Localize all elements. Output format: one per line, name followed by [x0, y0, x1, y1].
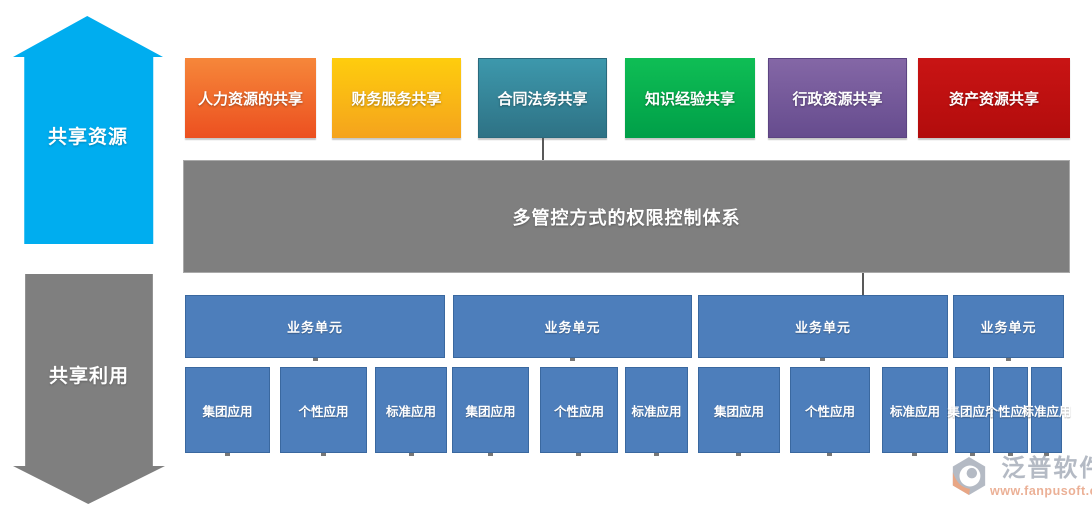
app-box-group4-personal: 个性应用 [986, 367, 1036, 453]
business-unit-4-label: 业务单元 [980, 320, 1037, 335]
connector-stub [736, 453, 741, 456]
connector-stub [488, 453, 493, 456]
app-box-group2-corporate: 集团应用 [452, 367, 529, 453]
app-box-group3-standard: 标准应用 [882, 367, 948, 453]
app-box-group3-corporate: 集团应用 [698, 367, 780, 453]
app-box-label: 集团应用 [947, 404, 998, 419]
connector-stub [225, 453, 230, 456]
watermark-text: 泛普软件 www.fanpusoft.com [990, 455, 1092, 498]
connector-stub [570, 358, 575, 361]
app-box-group3-personal: 个性应用 [790, 367, 870, 453]
app-box-group2-standard: 标准应用 [625, 367, 688, 453]
business-unit-1-label: 业务单元 [286, 320, 343, 335]
connector-stub [827, 453, 832, 456]
business-unit-4: 业务单元 [953, 295, 1064, 358]
app-box-label: 标准应用 [889, 404, 940, 419]
up-arrow-label: 共享资源 [47, 126, 128, 148]
resource-box-contract-legal: 合同法务共享 [478, 58, 607, 138]
watermark: 泛普软件 www.fanpusoft.com [950, 455, 1092, 498]
app-box-label: 个性应用 [298, 404, 349, 419]
resource-box-finance-label: 财务服务共享 [351, 90, 442, 108]
permission-control-bar: 多管控方式的权限控制体系 [183, 160, 1070, 273]
business-unit-1: 业务单元 [185, 295, 445, 358]
app-box-group4-standard: 标准应用 [1022, 367, 1072, 453]
app-box-group1-standard: 标准应用 [375, 367, 447, 453]
business-unit-3: 业务单元 [698, 295, 948, 358]
shared-resources-up-arrow: 共享资源 [13, 16, 163, 244]
connector-stub [912, 453, 917, 456]
app-box-label: 标准应用 [385, 404, 436, 419]
resource-box-contract-legal-label: 合同法务共享 [497, 90, 588, 108]
fanpu-logo-icon [952, 457, 986, 495]
app-box-group1-personal: 个性应用 [280, 367, 367, 453]
resource-box-administration: 行政资源共享 [768, 58, 907, 138]
resource-box-hr-label: 人力资源的共享 [197, 90, 303, 108]
resource-box-hr: 人力资源的共享 [185, 58, 316, 138]
connector-stub [820, 358, 825, 361]
connector-stub [576, 453, 581, 456]
connector-stub [1006, 358, 1011, 361]
watermark-url: www.fanpusoft.com [990, 483, 1092, 498]
app-box-label: 集团应用 [202, 404, 253, 419]
app-box-group4-corporate: 集团应用 [948, 367, 998, 453]
connector-stub [654, 453, 659, 456]
connector-stub [321, 453, 326, 456]
resource-box-assets-label: 资产资源共享 [948, 90, 1039, 108]
app-box-label: 个性应用 [553, 404, 604, 419]
app-box-label: 集团应用 [465, 404, 516, 419]
down-arrow-label: 共享利用 [48, 365, 129, 387]
app-box-label: 标准应用 [1021, 404, 1072, 419]
resource-box-finance: 财务服务共享 [332, 58, 461, 138]
resource-box-assets: 资产资源共享 [918, 58, 1070, 138]
app-box-group1-corporate: 集团应用 [185, 367, 270, 453]
app-box-label: 个性应用 [804, 404, 855, 419]
watermark-brand: 泛普软件 [1001, 455, 1092, 482]
connector-stub [409, 453, 414, 456]
app-box-label: 集团应用 [713, 404, 764, 419]
app-box-group2-personal: 个性应用 [540, 367, 618, 453]
permission-control-bar-label: 多管控方式的权限控制体系 [512, 207, 741, 228]
business-unit-2: 业务单元 [453, 295, 692, 358]
resource-box-knowledge-label: 知识经验共享 [644, 90, 735, 108]
business-unit-3-label: 业务单元 [794, 320, 851, 335]
connector-stub [313, 358, 318, 361]
app-box-label: 标准应用 [631, 404, 682, 419]
shared-utilization-down-arrow: 共享利用 [13, 274, 165, 504]
connector-control-to-units [862, 273, 864, 295]
connector-stub [1044, 453, 1049, 456]
resource-box-administration-label: 行政资源共享 [792, 90, 883, 108]
connector-resources-to-control [542, 138, 544, 160]
connector-stub [970, 453, 975, 456]
connector-stub [1008, 453, 1013, 456]
app-box-label: 个性应用 [985, 404, 1036, 419]
business-unit-2-label: 业务单元 [544, 320, 601, 335]
resource-box-knowledge: 知识经验共享 [625, 58, 755, 138]
